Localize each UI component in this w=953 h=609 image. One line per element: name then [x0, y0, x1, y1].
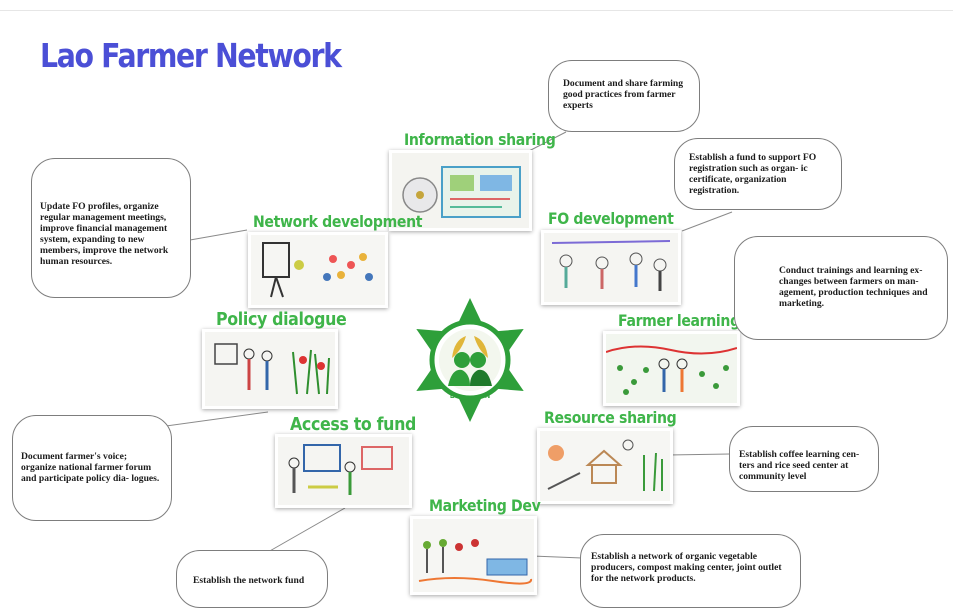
- label-fo-development: FO development: [548, 209, 674, 228]
- photo-network-development: [248, 232, 388, 308]
- page-title: Lao Farmer Network: [40, 36, 342, 75]
- label-information-sharing: Information sharing: [404, 130, 556, 149]
- note-policy-dialogue: Document farmer's voice; organize nation…: [12, 415, 172, 521]
- photo-policy-dialogue: [202, 329, 338, 409]
- lfn-emblem-icon: L F N: [416, 298, 524, 422]
- label-farmer-learning: Farmer learning: [618, 311, 740, 330]
- top-divider: [0, 10, 953, 11]
- label-resource-sharing: Resource sharing: [544, 408, 677, 427]
- photo-access-to-fund: [275, 434, 412, 508]
- label-policy-dialogue: Policy dialogue: [216, 309, 347, 330]
- note-marketing-dev: Establish a network of organic vegetable…: [580, 534, 801, 608]
- photo-fo-development: [541, 230, 681, 305]
- note-farmer-learning: Conduct trainings and learning ex- chang…: [734, 236, 948, 340]
- logo-letter-f: F: [467, 397, 472, 404]
- photo-information-sharing: [389, 150, 532, 231]
- label-network-development: Network development: [253, 212, 423, 231]
- photo-farmer-learning: [603, 331, 740, 406]
- note-resource-sharing: Establish coffee learning cen- ters and …: [729, 426, 879, 492]
- logo-letter-l: L: [450, 393, 455, 400]
- label-marketing-dev: Marketing Dev: [429, 496, 541, 515]
- note-fo-development: Establish a fund to support FO registrat…: [674, 138, 842, 210]
- photo-marketing-dev: [410, 516, 537, 595]
- note-access-to-fund: Establish the network fund: [176, 550, 328, 608]
- photo-resource-sharing: [537, 428, 673, 504]
- logo-letter-n: N: [485, 393, 490, 400]
- label-access-to-fund: Access to fund: [290, 414, 416, 435]
- note-network-development: Update FO profiles, organize regular man…: [31, 158, 191, 298]
- note-information-sharing: Document and share farming good practice…: [548, 60, 700, 132]
